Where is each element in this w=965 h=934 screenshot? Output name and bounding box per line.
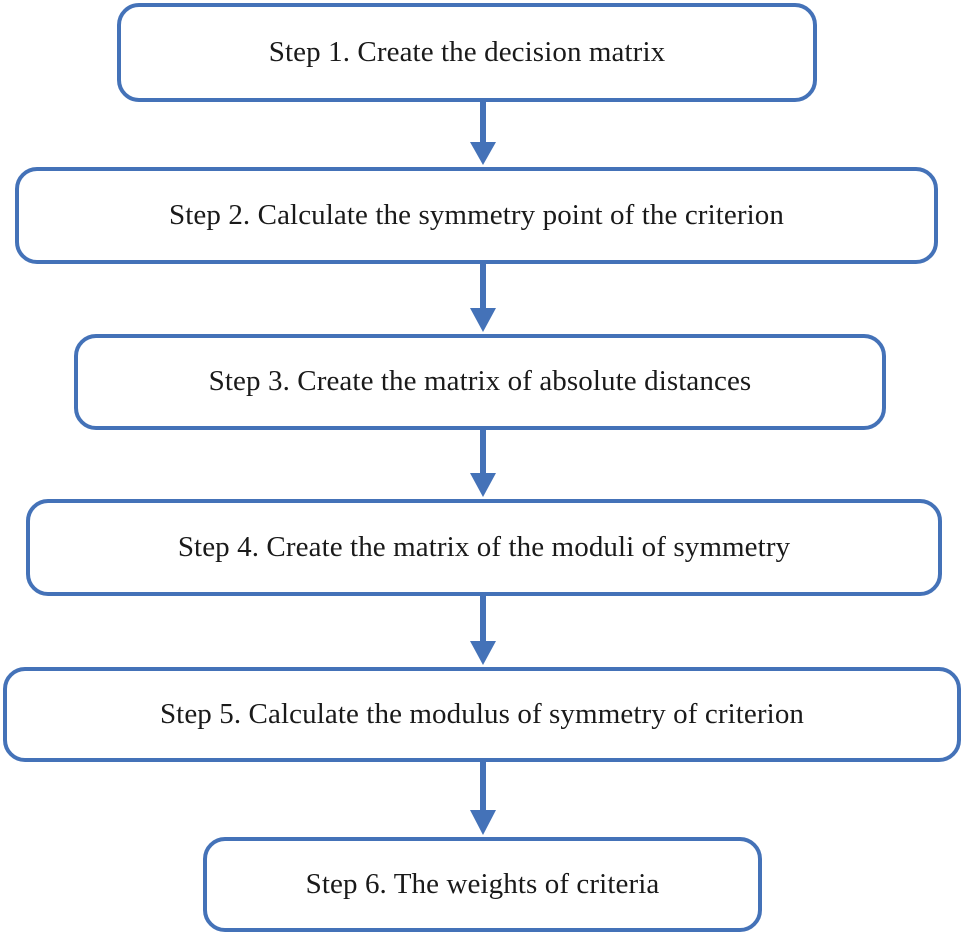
flowchart-node-label: Step 6. The weights of criteria (305, 867, 660, 900)
connector-step-1-to-step-2 (468, 102, 498, 167)
connector-step-4-to-step-5 (468, 596, 498, 667)
flowchart-node-label: Step 1. Create the decision matrix (268, 35, 666, 68)
flowchart-node-step-2[interactable]: Step 2. Calculate the symmetry point of … (15, 167, 938, 264)
connector-step-2-to-step-3 (468, 264, 498, 334)
flowchart-node-label: Step 5. Calculate the modulus of symmetr… (159, 697, 805, 730)
arrow-down-icon (470, 264, 496, 332)
connector-step-5-to-step-6 (468, 762, 498, 837)
flowchart-node-step-4[interactable]: Step 4. Create the matrix of the moduli … (26, 499, 942, 596)
flowchart-node-label: Step 4. Create the matrix of the moduli … (177, 530, 791, 563)
flowchart-node-step-6[interactable]: Step 6. The weights of criteria (203, 837, 762, 932)
arrow-down-icon (470, 102, 496, 165)
flowchart-node-step-5[interactable]: Step 5. Calculate the modulus of symmetr… (3, 667, 961, 762)
flowchart-node-step-1[interactable]: Step 1. Create the decision matrix (117, 3, 817, 102)
flowchart-node-label: Step 3. Create the matrix of absolute di… (208, 365, 752, 398)
arrow-down-icon (470, 596, 496, 665)
flowchart-node-step-3[interactable]: Step 3. Create the matrix of absolute di… (74, 334, 886, 430)
arrow-down-icon (470, 762, 496, 835)
arrow-down-icon (470, 430, 496, 497)
flowchart-node-label: Step 2. Calculate the symmetry point of … (169, 198, 784, 231)
connector-step-3-to-step-4 (468, 430, 498, 499)
